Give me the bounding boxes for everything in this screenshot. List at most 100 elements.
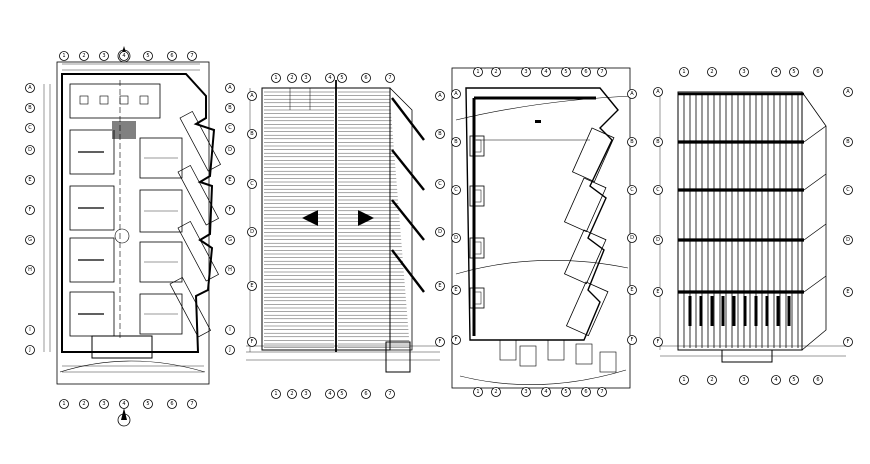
plan4-beam-cant [803, 173, 827, 191]
plan3-footing-inner [472, 291, 482, 305]
plan4-grid-right-D-circle [843, 235, 853, 245]
plan4-grid-left-D-circle [653, 235, 663, 245]
plan2-grid-bottom-6-label: 6 [364, 391, 367, 397]
plan1-grid-top-4-label: 4 [122, 53, 125, 59]
plan1-grid-bottom-7-circle [187, 399, 197, 409]
plan2-grid-top-3-label: 3 [304, 75, 307, 81]
plan2-grid-right-A-label: A [438, 93, 442, 99]
plan3-grid-left-F-circle [451, 335, 461, 345]
plan1-grid-left-I-circle [25, 325, 35, 335]
plan1-angled-bay-1 [179, 110, 222, 172]
plan3-grid-top-2: 2 [491, 67, 501, 77]
plan3-grid-bottom-5: 5 [561, 387, 571, 397]
plan2-gutter-2 [391, 149, 425, 191]
plan4-grid-top-2-circle [707, 67, 717, 77]
plan2-grid-right-B-circle [435, 129, 445, 139]
plan2-grid-bottom-3: 3 [301, 389, 311, 399]
plan1-grid-bottom-4-circle [119, 399, 129, 409]
plan4-grid-top-1-label: 1 [682, 69, 685, 75]
plan3-grid-left-E: E [451, 285, 461, 295]
plan4-rafters [683, 94, 799, 348]
plan3-grid-top-1-label: 1 [476, 69, 479, 75]
plan1-grid-left-E-label: E [28, 177, 31, 183]
plan4-grid-bottom-5: 5 [789, 375, 799, 385]
plan4-grid-right-E: E [843, 287, 853, 297]
plan4-beams [678, 92, 827, 294]
plan3-grid-left-F: F [451, 335, 461, 345]
plan1-grid-top-2-circle [79, 51, 89, 61]
plan1-grid-bottom-2-label: 2 [82, 401, 85, 407]
plan1-grid-bottom-6: 6 [167, 399, 177, 409]
plan3-footing-bay-2 [563, 177, 607, 233]
plan1-grid-top-2-label: 2 [82, 53, 85, 59]
plan3-grid-left-D: D [451, 233, 461, 243]
plan1-grid-right-D-label: D [228, 147, 232, 153]
plan1-grid-right-H: H [225, 265, 235, 275]
plan1-grid-top-1: 1 [59, 51, 69, 61]
plan3-grid-top-5-label: 5 [564, 69, 567, 75]
plan4-grid-top-3-label: 3 [742, 69, 745, 75]
plan2-grid-bottom-6: 6 [361, 389, 371, 399]
plan2-grid-bottom-1: 1 [271, 389, 281, 399]
plan3-grid-top-6: 6 [581, 67, 591, 77]
plan3-foundation-outline [465, 87, 619, 341]
plan2-grid-bottom-6-circle [361, 389, 371, 399]
plan1-grid-left-G-label: G [28, 237, 32, 243]
plan4-grid-right-F-label: F [847, 339, 850, 345]
plan2-grid-left-A-circle [247, 91, 257, 101]
plan4-grid-left-E-circle [653, 287, 663, 297]
plan2-grid-left-C-circle [247, 179, 257, 189]
plan2-grid-left-F-circle [247, 337, 257, 347]
plan4-grid-right-F: F [843, 337, 853, 347]
plan1-grid-right-C: C [225, 123, 235, 133]
plan4-grid-left-F-circle [653, 337, 663, 347]
plan1-frame [56, 61, 210, 385]
plan4-grid-top-6-label: 6 [816, 69, 819, 75]
plan1-room-right-3 [139, 241, 183, 283]
plan1-grid-left-B-circle [25, 103, 35, 113]
plan3-grid-right-F-label: F [631, 337, 634, 343]
plan2-grid-right-C: C [435, 179, 445, 189]
plan3-grid-top-3-circle [521, 67, 531, 77]
plan1-room-left-1 [69, 129, 115, 175]
plan1-room-top [69, 83, 161, 119]
plan3-footing-bottom-1 [499, 339, 517, 361]
plan3-arc-mid [455, 259, 629, 275]
plan2-grid-top-2-circle [287, 73, 297, 83]
plan2-grid-left-D-label: D [250, 229, 254, 235]
plan4-grid-top-4: 4 [771, 67, 781, 77]
plan1-grid-left-A-circle [25, 83, 35, 93]
plan2-grid-top-7-circle [385, 73, 395, 83]
plan1-room-right-4 [139, 293, 183, 335]
plan1-grid-top-6-circle [167, 51, 177, 61]
plan1-angled-bay-4 [169, 276, 212, 338]
plan2-grid-bottom-2-label: 2 [290, 391, 293, 397]
plan4-grid-top-5-label: 5 [792, 69, 795, 75]
plan4-grid-right-E-label: E [846, 289, 849, 295]
plan3-grid-left-E-label: E [454, 287, 457, 293]
plan1-grid-bottom-5-label: 5 [146, 401, 149, 407]
plan1-grid-left-H: H [25, 265, 35, 275]
plan3-grid-top-2-circle [491, 67, 501, 77]
plan4-grid-top-6-circle [813, 67, 823, 77]
plan2-grid-right-F: F [435, 337, 445, 347]
plan2-grid-right-C-label: C [438, 181, 442, 187]
plan3-grid-top-5: 5 [561, 67, 571, 77]
plan1-grid-right-D-circle [225, 145, 235, 155]
plan4-grid-top-2: 2 [707, 67, 717, 77]
plan3-grid-bottom-4: 4 [541, 387, 551, 397]
plan2-grid-left-B-label: B [250, 131, 254, 137]
plan3-grid-bottom-5-label: 5 [564, 389, 567, 395]
plan3-grid-top-1: 1 [473, 67, 483, 77]
plan3-grid-left-B-label: B [454, 139, 458, 145]
plan1-grid-left-C: C [25, 123, 35, 133]
plan3-grid-left-B-circle [451, 137, 461, 147]
plan2-grid-left-B: B [247, 129, 257, 139]
plan3-footing-bottom-3 [547, 339, 565, 361]
plan1-grid-bottom-3: 3 [99, 399, 109, 409]
plan2-grid-left-A-label: A [250, 93, 254, 99]
plan1-grid-right-B-label: B [228, 105, 232, 111]
plan1-grid-top-4-circle [119, 51, 129, 61]
